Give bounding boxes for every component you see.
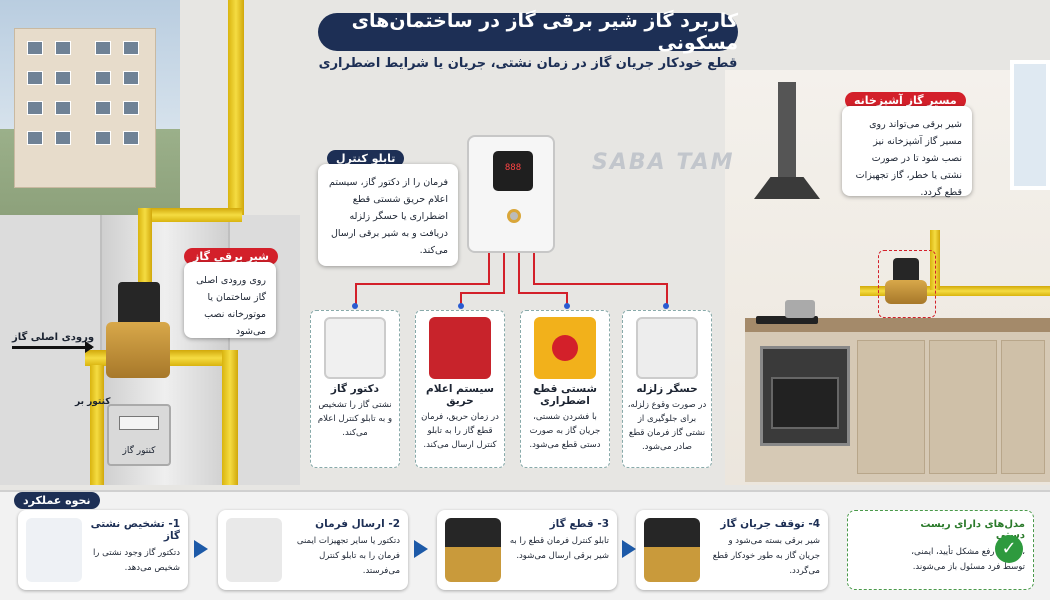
- kitchen-valve-highlight: [878, 250, 936, 318]
- building-photo: [0, 0, 180, 215]
- valve-tag: شیر برقی گاز: [184, 248, 278, 265]
- wire: [355, 283, 357, 308]
- device-emergency-button: شستی قطع اضطراری با فشردن شستی، جریان گا…: [520, 310, 610, 468]
- device-fire-alarm: سیستم اعلام حریق در زمان حریق، فرمان قطع…: [415, 310, 505, 468]
- step-text: دتکتور یا سایر تجهیزات ایمنی فرمان را به…: [296, 536, 400, 576]
- kitchen-gas-pipe: [860, 286, 1050, 296]
- emergency-button-icon: [534, 317, 596, 379]
- gas-detector-icon: [324, 317, 386, 379]
- device-title: سیستم اعلام حریق: [426, 383, 494, 407]
- connector-dot: [458, 303, 464, 309]
- wire: [533, 283, 668, 285]
- wire: [488, 253, 490, 283]
- device-text: با فشردن شستی، جریان گاز به صورت دستی قط…: [529, 412, 601, 450]
- step-arrow-icon: [414, 540, 428, 558]
- step-title: 4- توقف جریان گاز: [720, 518, 820, 530]
- cooking-pot: [785, 300, 815, 318]
- device-text: در صورت وقوع زلزله، برای جلوگیری از نشتی…: [627, 400, 707, 452]
- connector-dot: [663, 303, 669, 309]
- gas-hob: [756, 316, 818, 324]
- wire: [566, 292, 568, 308]
- step-title: 2- ارسال فرمان: [315, 518, 400, 530]
- device-title: شستی قطع اضطراری: [533, 383, 597, 407]
- control-panel: 888: [467, 135, 555, 253]
- step-1: 1- تشخیص نشتی گاز دتکتور گاز وجود نشتی ر…: [18, 510, 188, 590]
- valve-callout: روی ورودی اصلی گاز ساختمان یا موتورخانه …: [184, 262, 276, 338]
- step-text: دتکتور گاز وجود نشتی را شخیص می‌دهد.: [92, 548, 180, 573]
- connector-dot: [564, 303, 570, 309]
- step-2: 2- ارسال فرمان دتکتور یا سایر تجهیزات ای…: [218, 510, 408, 590]
- device-text: در زمان حریق، فرمان قطع گاز را به تابلو …: [421, 412, 499, 450]
- gas-pipe-down: [138, 208, 152, 298]
- device-title: حسگر زلزله: [636, 383, 698, 395]
- gas-meter-label: کنتور گاز: [122, 446, 156, 456]
- brand-watermark: SABA TAM: [592, 150, 735, 175]
- range-hood: [754, 82, 820, 217]
- main-gas-valve: [106, 322, 170, 378]
- gas-pipe-top: [138, 208, 242, 222]
- countertop: [745, 318, 1050, 332]
- step-text: تابلو کنترل فرمان قطع را به شیر برقی ارس…: [509, 536, 609, 561]
- inlet-arrow-icon: [12, 341, 94, 353]
- wire: [355, 283, 490, 285]
- solenoid-coil: [118, 282, 160, 326]
- wire: [533, 253, 535, 283]
- kitchen-solenoid-coil: [893, 258, 919, 284]
- gas-meter: کنتور گاز: [107, 404, 171, 466]
- main-inlet-label: ورودی اصلی گاز: [12, 332, 95, 343]
- connector-dot: [352, 303, 358, 309]
- kitchen-window: [1010, 60, 1050, 190]
- check-icon: ✓: [995, 535, 1023, 563]
- step-4: 4- توقف جریان گاز شیر برقی بسته می‌شود و…: [636, 510, 828, 590]
- device-gas-detector: دکتور گاز نشتی گاز را تشخیص و به تابلو ک…: [310, 310, 400, 468]
- valve-closed-thumb-icon: [644, 518, 700, 582]
- seismic-sensor-icon: [636, 317, 698, 379]
- meter-small-label: کنتور بر: [75, 397, 111, 407]
- page-title: کاربرد گاز شیر برقی گاز در ساختمان‌های م…: [318, 10, 738, 54]
- gas-pipe-right: [222, 350, 238, 485]
- gas-pipe-left: [90, 365, 104, 485]
- wire: [666, 283, 668, 308]
- valve-callout-text: روی ورودی اصلی گاز ساختمان یا موتورخانه …: [196, 275, 266, 337]
- wire: [460, 292, 462, 308]
- device-text: نشتی گاز را تشخیص و به تابلو کنترل اعلام…: [317, 400, 393, 438]
- kitchen-callout: شیر برقی می‌تواند روی مسیر گاز آشپزخانه …: [842, 106, 972, 198]
- control-panel-screen: 888: [493, 151, 533, 191]
- panel-thumb-icon: [226, 518, 282, 582]
- gas-pipe-riser: [228, 0, 244, 215]
- step-title: 3- قطع گاز: [549, 518, 609, 530]
- kitchen-gas-valve: [885, 280, 927, 304]
- step-arrow-icon: [622, 540, 636, 558]
- wire: [503, 253, 505, 293]
- control-panel-knob: [507, 209, 521, 223]
- step-text: شیر برقی بسته می‌شود و جریان گاز به طور …: [712, 536, 820, 576]
- wire: [518, 253, 520, 293]
- wire: [460, 292, 505, 294]
- how-it-works-tag: نحوه عملکرد: [14, 492, 100, 509]
- fire-alarm-icon: [429, 317, 491, 379]
- detector-thumb-icon: [26, 518, 82, 582]
- valve-warning-thumb-icon: [445, 518, 501, 582]
- kitchen-tag: مسیر گاز آشپزخانه: [845, 92, 966, 109]
- step-arrow-icon: [194, 540, 208, 558]
- reset-text: ، پس از رفع مشکل تأیید، ایمنی، توسط فرد …: [911, 547, 1025, 572]
- step-title: 1- تشخیص نشتی گاز: [90, 518, 180, 542]
- control-panel-text: فرمان را از دکتور گاز، سیستم اعلام حریق …: [329, 177, 448, 256]
- device-seismic-sensor: حسگر زلزله در صورت وقوع زلزله، برای جلوگ…: [622, 310, 712, 468]
- oven: [760, 346, 850, 446]
- device-title: دکتور گاز: [330, 383, 380, 395]
- control-panel-tag: تابلو کنترل: [327, 150, 405, 167]
- kitchen-callout-text: شیر برقی می‌تواند روی مسیر گاز آشپزخانه …: [855, 119, 962, 198]
- wire: [518, 292, 568, 294]
- control-panel-callout: فرمان را از دکتور گاز، سیستم اعلام حریق …: [318, 164, 458, 266]
- step-3: 3- قطع گاز تابلو کنترل فرمان قطع را به ش…: [437, 510, 617, 590]
- page-subtitle: قطع خودکار جریان گاز در زمان نشتی، جریان…: [318, 56, 738, 71]
